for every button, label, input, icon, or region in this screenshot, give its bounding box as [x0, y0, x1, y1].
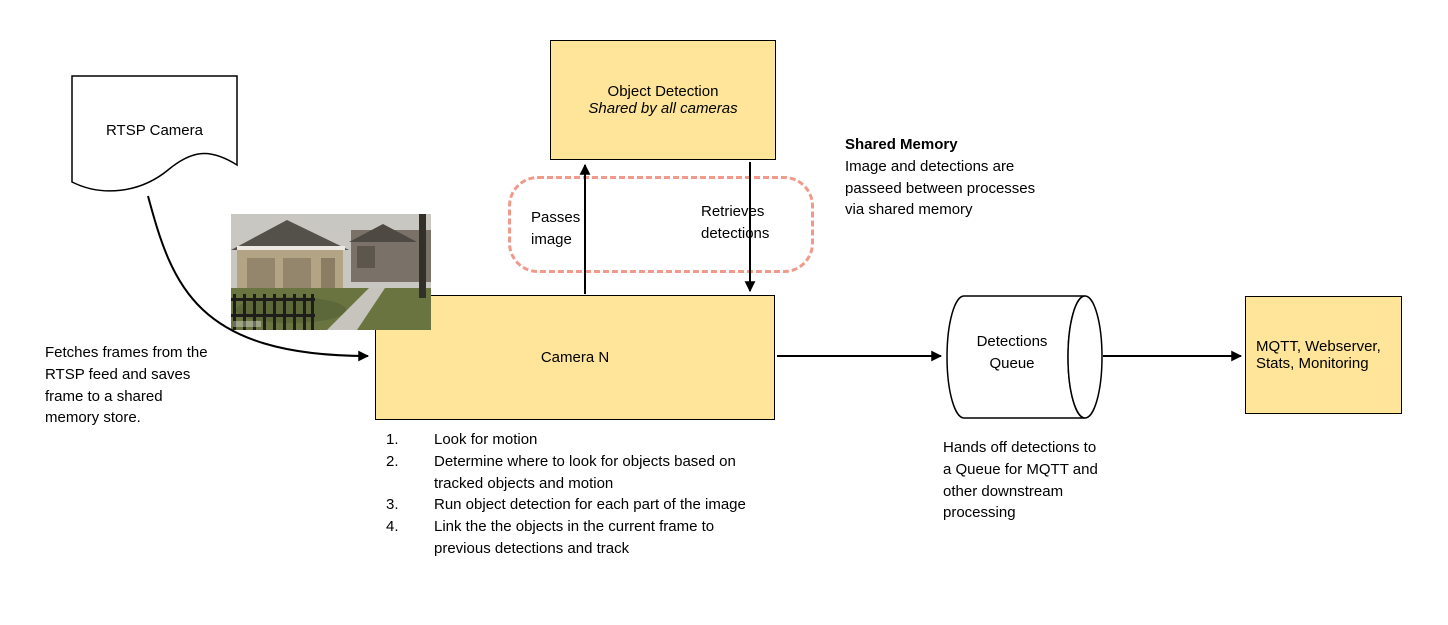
step-text: Determine where to look for objects base… — [434, 452, 736, 492]
list-item: 2. Determine where to look for objects b… — [386, 451, 816, 495]
queue-handoff-note: Hands off detections to a Queue for MQTT… — [943, 439, 1098, 522]
step-number: 3. — [386, 496, 399, 514]
object-detection-title: Object Detection — [607, 83, 719, 100]
camera-n-node: Camera N — [375, 295, 775, 420]
detections-queue-label: Detections Queue — [976, 333, 1048, 372]
passes-image-label: Passes image — [531, 209, 581, 248]
camera-snapshot-image — [231, 214, 431, 330]
step-number: 4. — [386, 518, 399, 535]
step-text: Link the the objects in the current fram… — [434, 518, 715, 557]
camera-snapshot-scene — [231, 214, 431, 330]
step-text: Run object detection for each part of th… — [434, 496, 746, 514]
outputs-node: MQTT, Webserver, Stats, Monitoring — [1245, 296, 1402, 414]
list-item: 1. Look for motion — [386, 429, 816, 451]
camera-steps-list: 1. Look for motion 2. Determine where to… — [386, 429, 816, 560]
list-item: 3. Run object detection for each part of… — [386, 494, 816, 516]
outputs-label: MQTT, Webserver, Stats, Monitoring — [1256, 338, 1381, 372]
step-number: 1. — [386, 431, 399, 448]
camera-n-label: Camera N — [540, 349, 610, 366]
list-item: 4. Link the the objects in the current f… — [386, 516, 816, 560]
shared-memory-body: Image and detections are passeed between… — [845, 157, 1036, 219]
step-number: 2. — [386, 452, 399, 470]
object-detection-node: Object Detection Shared by all cameras — [550, 40, 776, 160]
step-text: Look for motion — [434, 431, 538, 448]
object-detection-subtitle: Shared by all cameras — [588, 100, 738, 117]
rtsp-camera-label: RTSP Camera — [106, 122, 203, 139]
shared-memory-note: Shared Memory Image and detections are p… — [845, 134, 1045, 221]
fetch-frames-note: Fetches frames from the RTSP feed and sa… — [45, 344, 208, 427]
shared-memory-dashed-box — [508, 176, 814, 273]
retrieves-detections-label: Retrieves detections — [701, 203, 770, 242]
shared-memory-title: Shared Memory — [845, 136, 958, 153]
